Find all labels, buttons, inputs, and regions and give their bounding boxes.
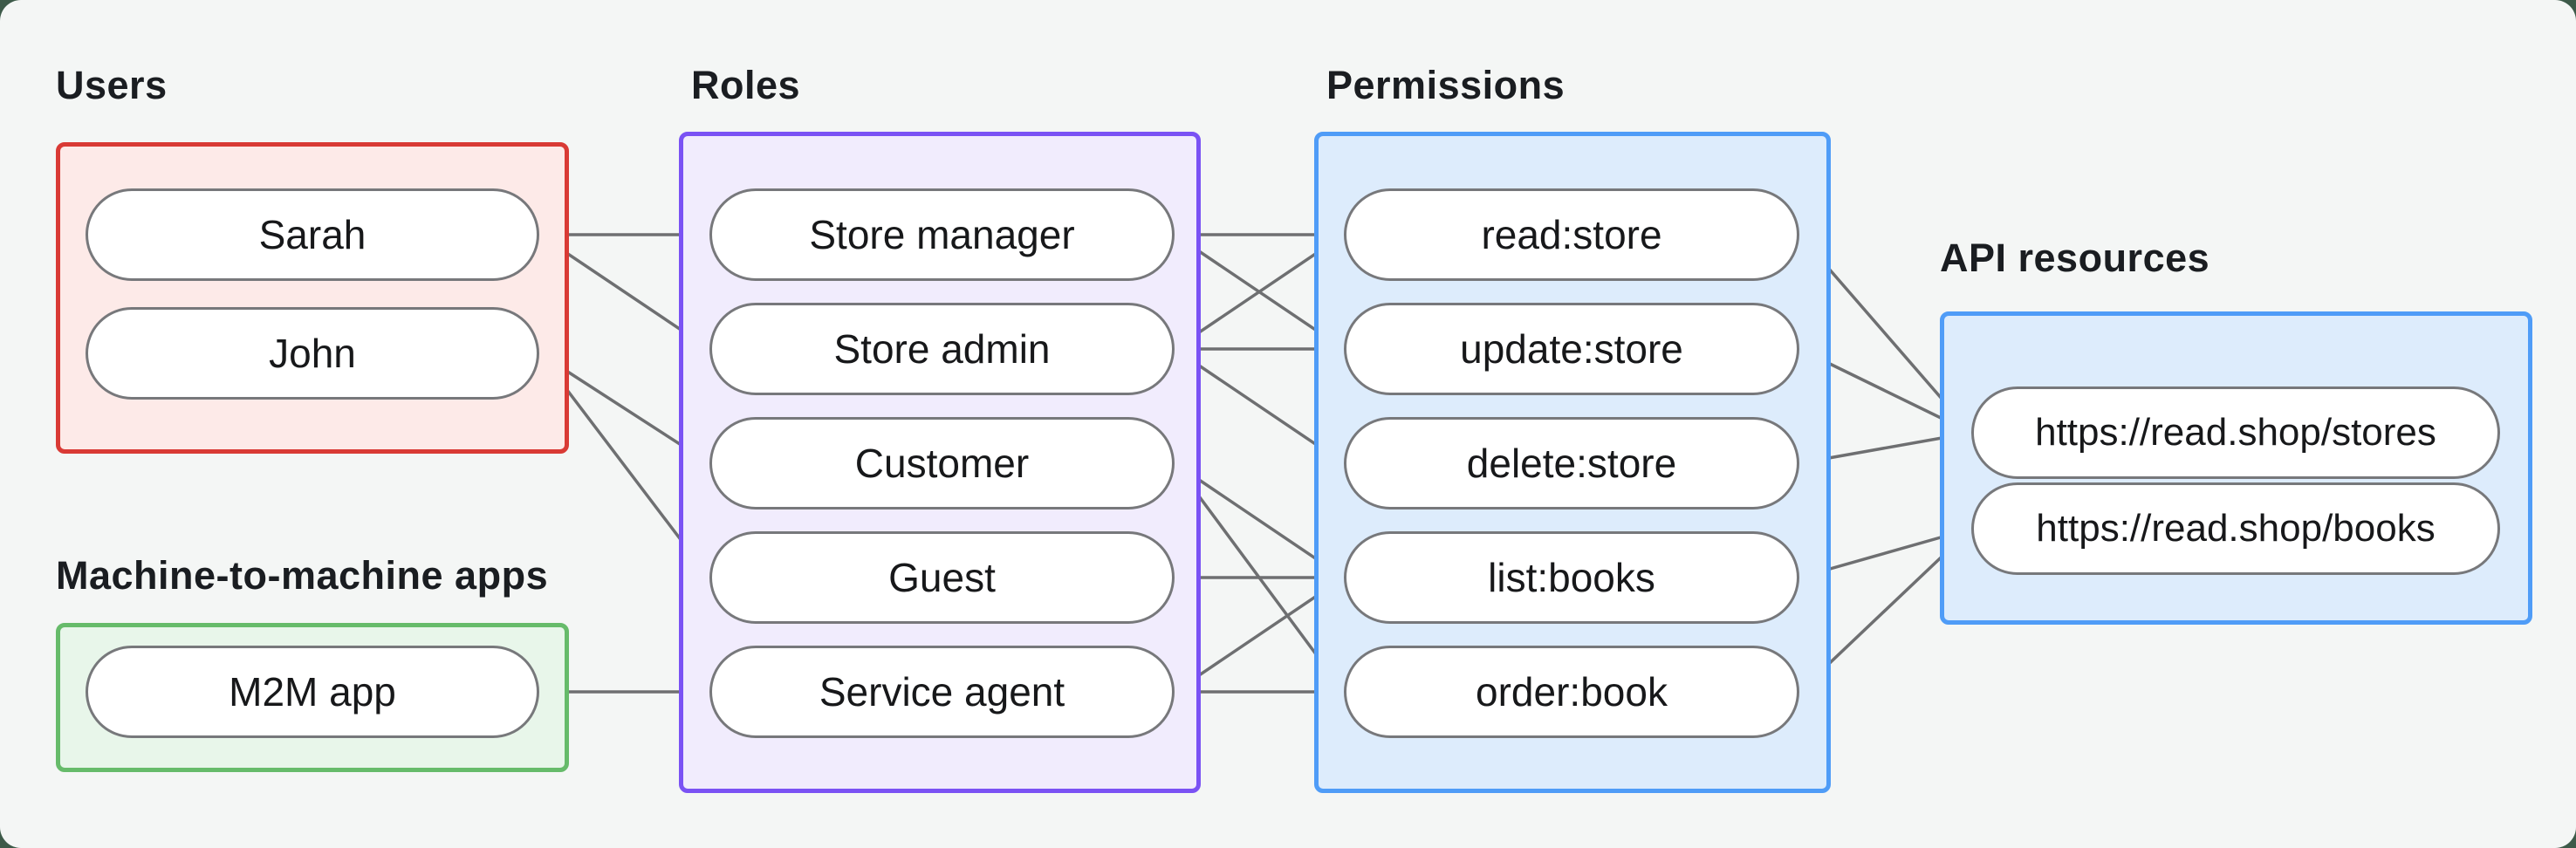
node-pill: update:store <box>1344 303 1799 395</box>
node-pill: list:books <box>1344 531 1799 624</box>
node-pill: https://read.shop/books <box>1971 482 2500 575</box>
node-pill: https://read.shop/stores <box>1971 386 2500 479</box>
node-pill: Sarah <box>86 188 539 281</box>
node-pill: order:book <box>1344 646 1799 738</box>
group-label-users: Users <box>56 63 168 107</box>
node-pill: Service agent <box>709 646 1175 738</box>
group-label-roles: Roles <box>691 63 801 107</box>
group-label-permissions: Permissions <box>1326 63 1565 107</box>
node-pill: Guest <box>709 531 1175 624</box>
node-pill: M2M app <box>86 646 539 738</box>
node-pill: Store manager <box>709 188 1175 281</box>
node-pill: delete:store <box>1344 417 1799 509</box>
group-label-m2m: Machine-to-machine apps <box>56 553 549 598</box>
node-pill: read:store <box>1344 188 1799 281</box>
node-pill: Customer <box>709 417 1175 509</box>
node-pill: Store admin <box>709 303 1175 395</box>
group-label-api: API resources <box>1940 236 2210 280</box>
node-pill: John <box>86 307 539 400</box>
